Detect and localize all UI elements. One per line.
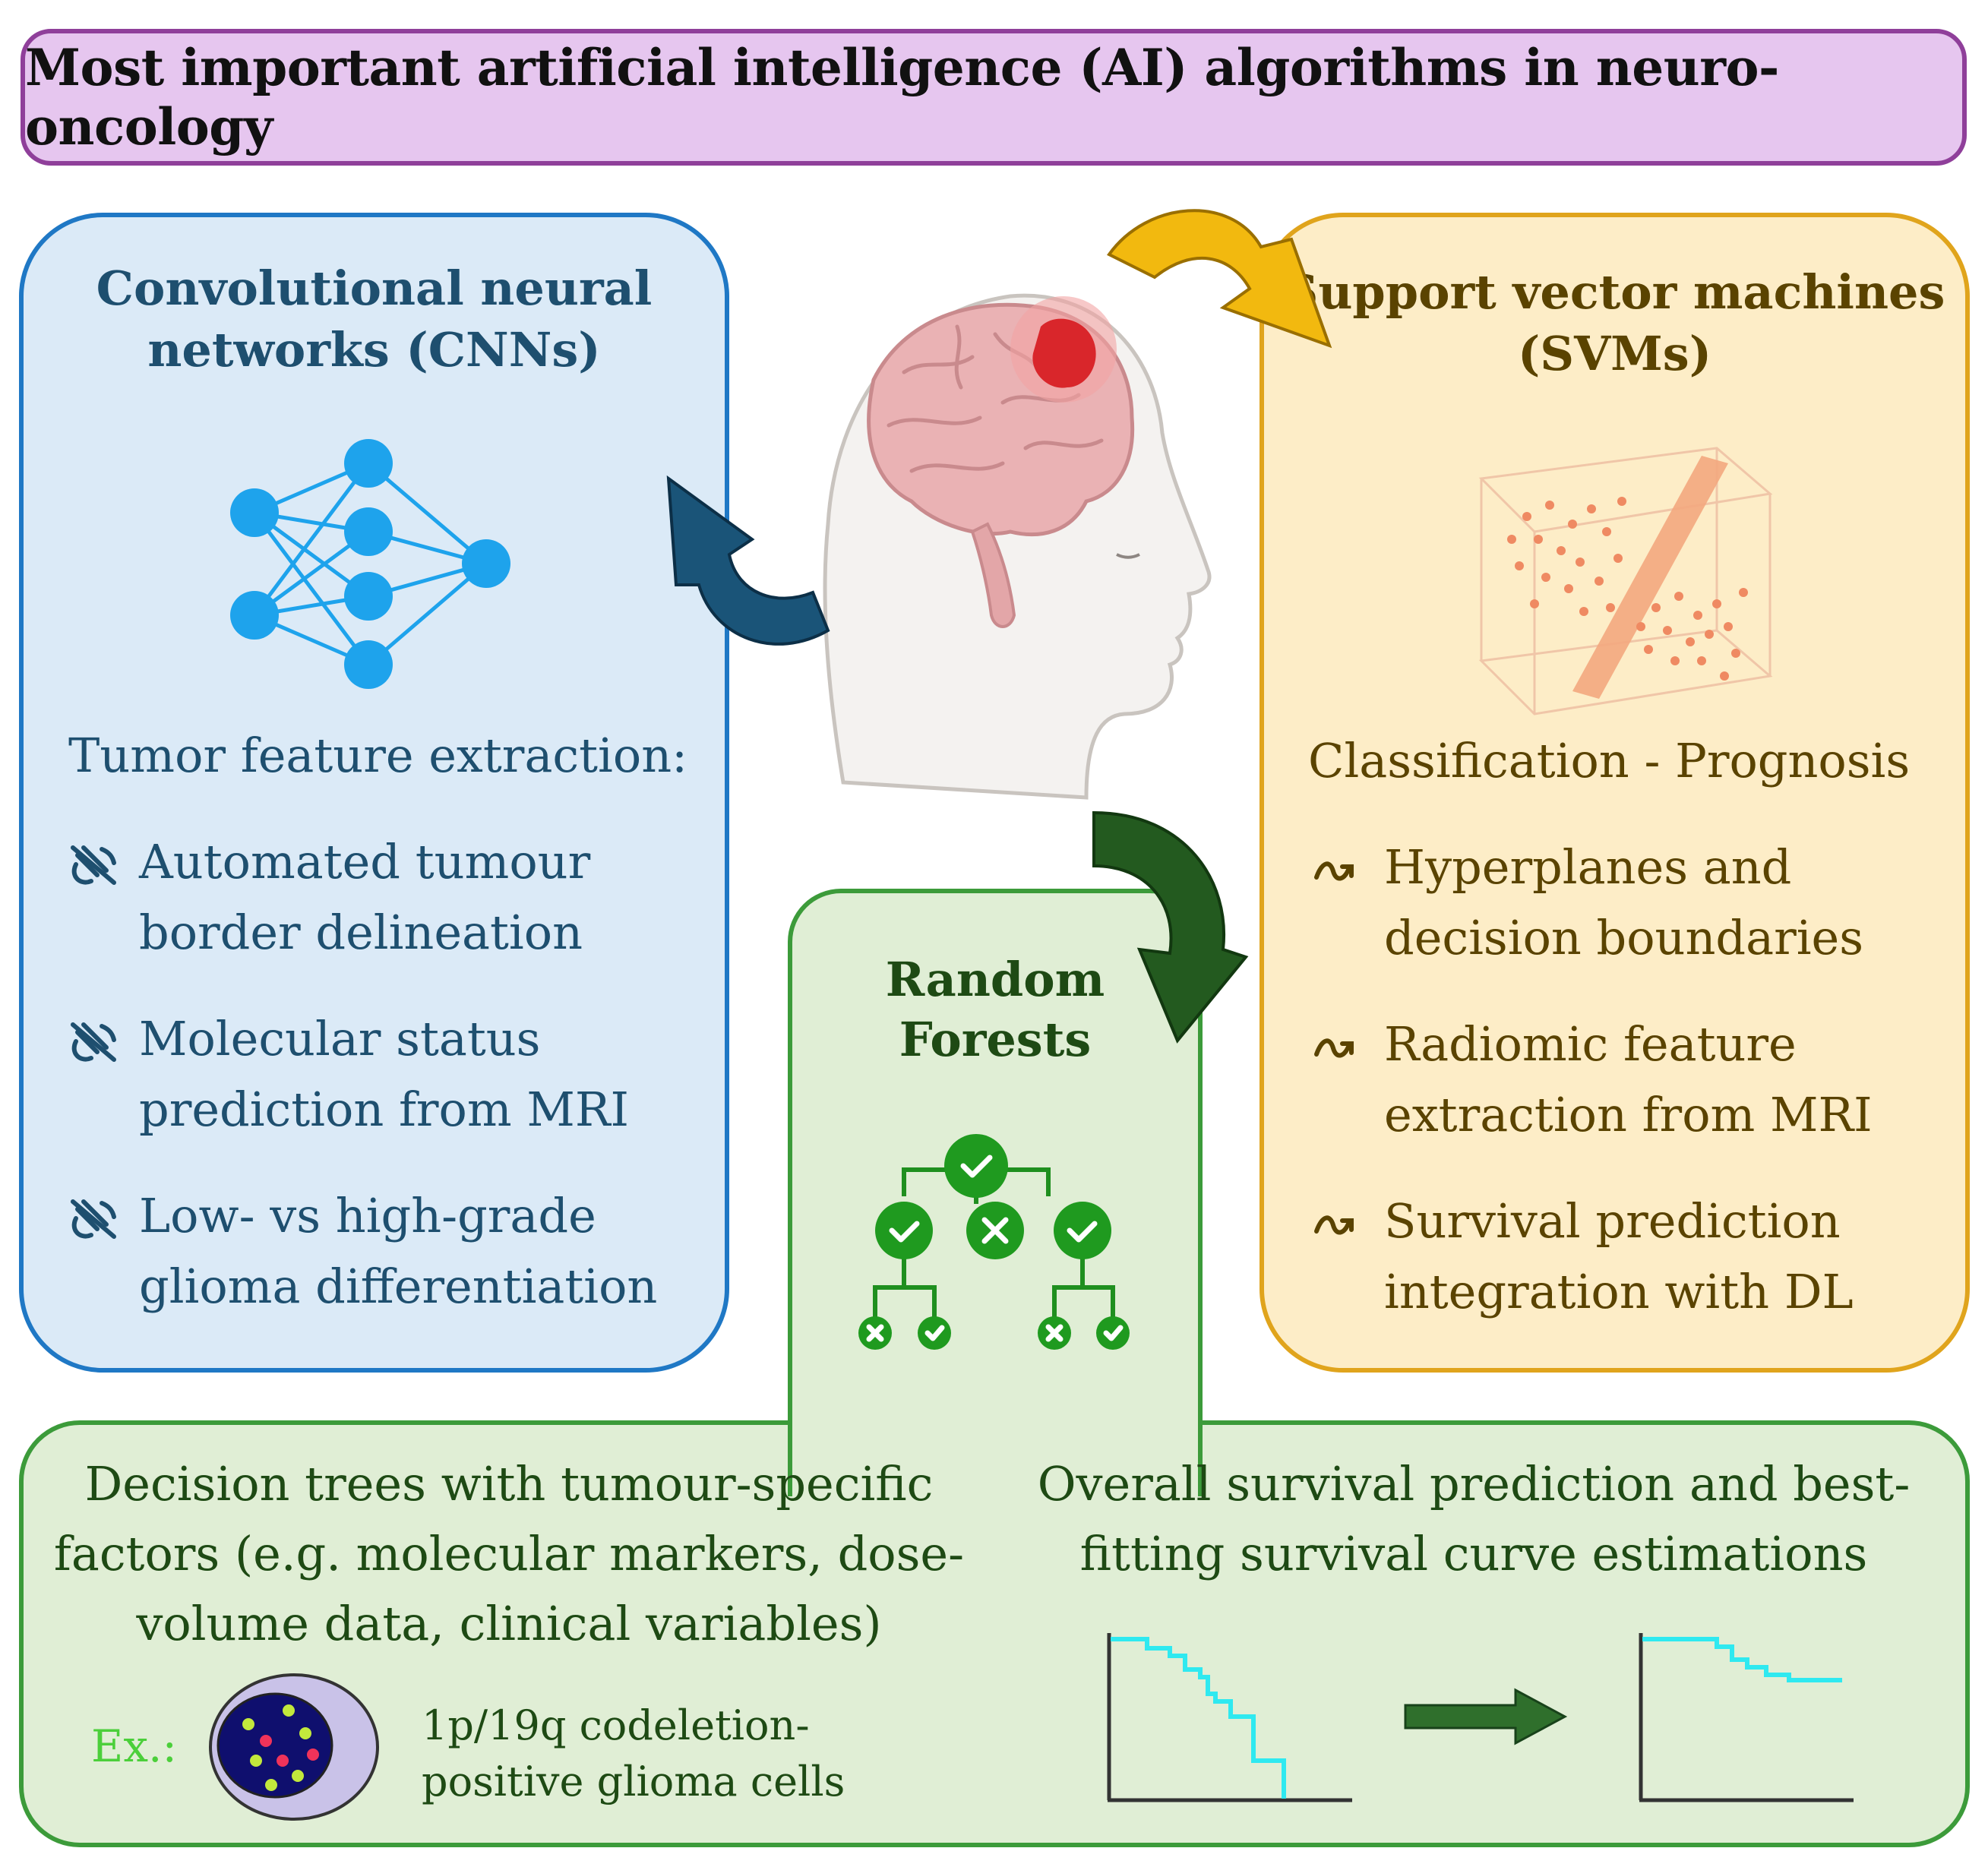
svm-item-text: Survival prediction integration with DL (1384, 1193, 1854, 1319)
svm-bullet-list: Hyperplanes and decision boundaries Radi… (1312, 832, 1965, 1363)
svm-item-text: Radiomic feature extraction from MRI (1384, 1016, 1873, 1142)
svm-hyperplane-icon (1478, 447, 1773, 716)
caption-line: positive glioma cells (422, 1758, 845, 1805)
list-item: Low- vs high-grade glioma differentiatio… (67, 1180, 735, 1322)
neural-network-icon (230, 439, 510, 689)
arrow-to-random-forest-icon (1092, 810, 1249, 1044)
svm-panel (1259, 213, 1970, 1373)
svm-heading: Support vector machines (SVMs) (1284, 264, 1945, 381)
survival-prediction-text: Overall survival prediction and best-fit… (1037, 1456, 1911, 1581)
glioma-cell-icon (209, 1673, 379, 1821)
head-brain-illustration (823, 293, 1212, 800)
right-arrow-icon (1404, 1688, 1568, 1745)
list-item: Molecular status prediction from MRI (67, 1003, 735, 1145)
list-item: Hyperplanes and decision boundaries (1312, 832, 1965, 973)
page-title: Most important artificial intelligence (… (25, 38, 1779, 156)
satellite-icon (71, 1022, 116, 1062)
survival-curve-after (1639, 1633, 1854, 1802)
satellite-icon (71, 845, 116, 885)
title-banner: Most important artificial intelligence (… (21, 29, 1967, 166)
cnn-bullet-list: Automated tumour border delineation Mole… (67, 826, 735, 1357)
arrow-to-svm-icon (1107, 209, 1332, 349)
random-forest-heading: Random Forests (885, 952, 1105, 1068)
cnn-panel (19, 213, 729, 1373)
cnn-item-text: Molecular status prediction from MRI (139, 1011, 630, 1137)
cnn-heading: Convolutional neural networks (CNNs) (96, 261, 653, 378)
cnn-item-text: Automated tumour border delineation (139, 834, 591, 960)
example-label: Ex.: (91, 1720, 178, 1772)
squiggle-arrow-icon (1314, 1038, 1354, 1058)
svm-item-text: Hyperplanes and decision boundaries (1384, 839, 1864, 965)
caption-line: 1p/19q codeletion- (422, 1701, 810, 1749)
svm-subheading: Classification - Prognosis (1308, 733, 1911, 788)
cnn-subheading: Tumor feature extraction: (68, 728, 688, 783)
cnn-item-text: Low- vs high-grade glioma differentiatio… (139, 1188, 658, 1314)
list-item: Radiomic feature extraction from MRI (1312, 1009, 1965, 1150)
random-forest-panel (788, 889, 1203, 1496)
decision-trees-text: Decision trees with tumour-specific fact… (53, 1456, 965, 1651)
glioma-cell-caption: 1p/19q codeletion- positive glioma cells (422, 1698, 845, 1810)
list-item: Automated tumour border delineation (67, 826, 735, 968)
satellite-icon (71, 1199, 116, 1239)
survival-curve-before (1107, 1633, 1352, 1802)
arrow-to-cnn-icon (666, 475, 830, 646)
squiggle-arrow-icon (1314, 861, 1354, 881)
squiggle-arrow-icon (1314, 1215, 1354, 1235)
list-item: Survival prediction integration with DL (1312, 1186, 1965, 1327)
decision-tree-icon (858, 1134, 1130, 1350)
panel-connector (792, 1413, 1198, 1429)
